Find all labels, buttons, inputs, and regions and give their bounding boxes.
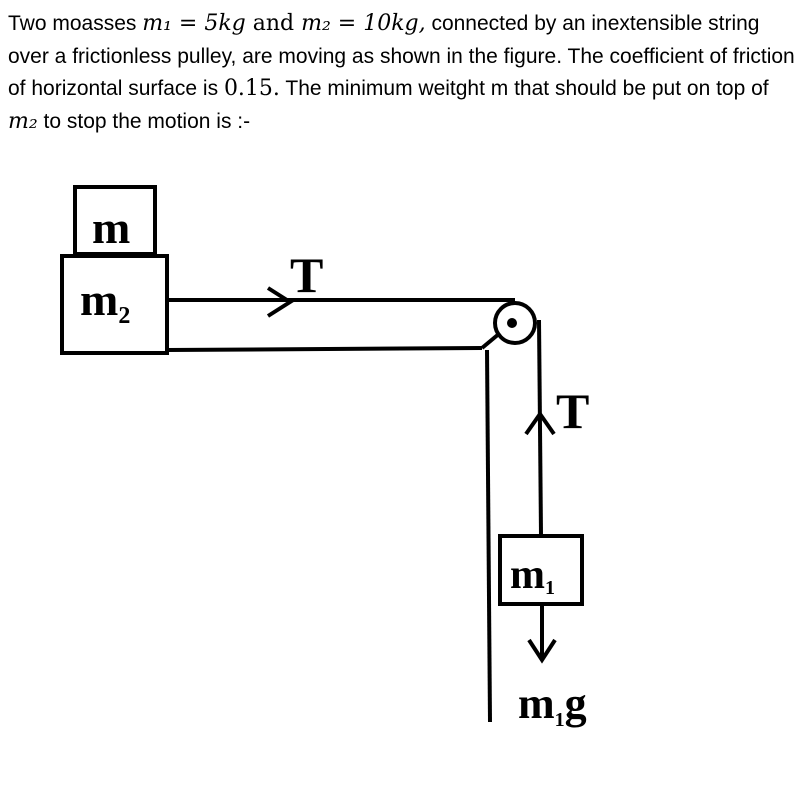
tension-arrow-vertical	[524, 410, 556, 436]
m1-expression: m₁ = 5kg	[142, 11, 246, 36]
horizontal-surface	[166, 346, 483, 352]
label-m: m	[92, 202, 130, 253]
m2-expression: m₂ = 10kg,	[301, 11, 426, 36]
label-tension-horizontal: T	[290, 247, 323, 303]
block-m1	[498, 534, 584, 606]
and-word: and	[245, 11, 302, 36]
m2-symbol: m₂	[8, 108, 38, 134]
text: to stop the motion is :-	[37, 109, 251, 133]
pulley	[493, 301, 537, 345]
text: connected by an inextensible string over…	[8, 12, 795, 100]
pulley-axle	[507, 318, 517, 328]
block-m2	[60, 254, 169, 355]
text: The minimum weitght m that should be put…	[279, 77, 769, 100]
text: Two moasses	[8, 12, 143, 35]
question-text: Two moasses m₁ = 5kg and m₂ = 10kg, conn…	[8, 8, 798, 138]
vertical-string	[537, 319, 543, 536]
label-weight-m1g: m1g	[518, 679, 587, 731]
tension-arrow-horizontal	[266, 286, 294, 318]
label-tension-vertical: T	[556, 383, 589, 439]
label-m2: m2	[80, 274, 130, 329]
vertical-wall	[485, 349, 492, 723]
label-m1: m1	[510, 552, 555, 599]
friction-coefficient: 0.15.	[223, 76, 280, 101]
weight-arrow-head	[527, 638, 557, 664]
